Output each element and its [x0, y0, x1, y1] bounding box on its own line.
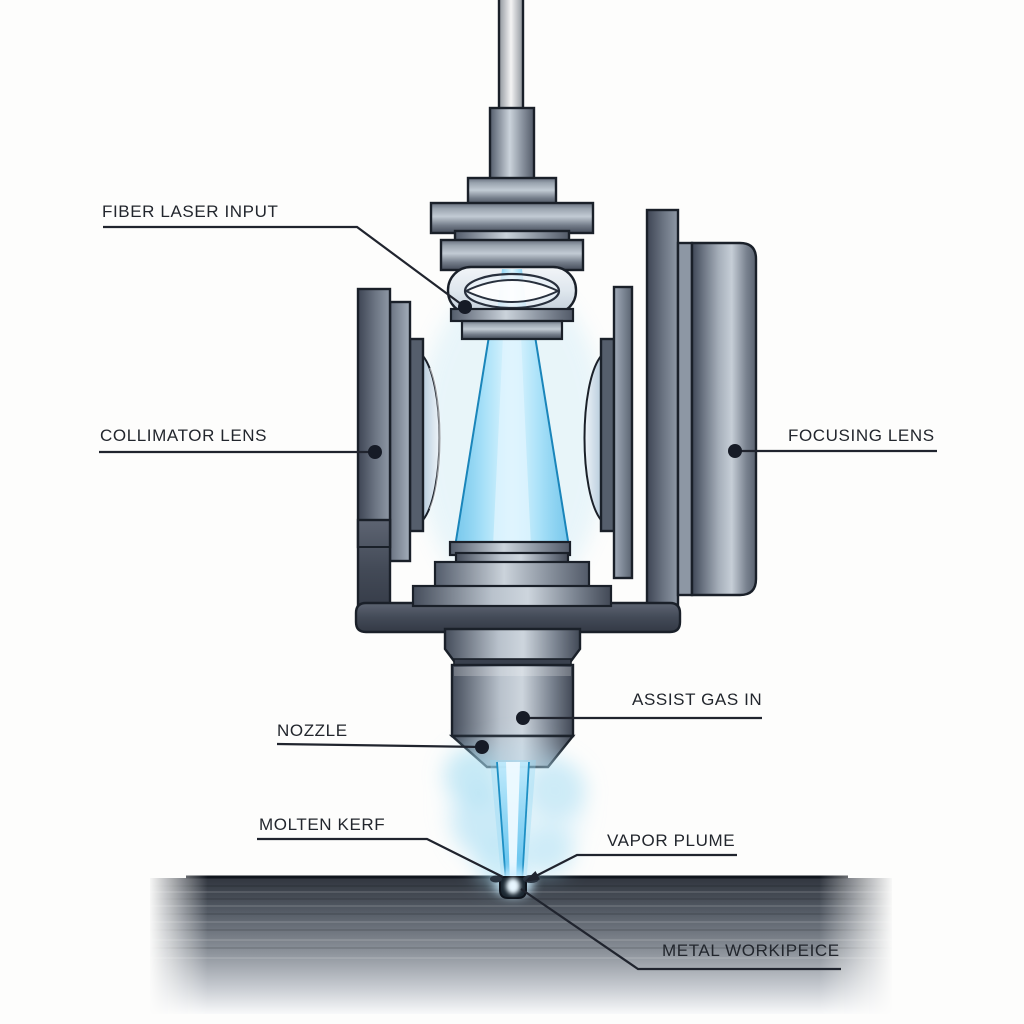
focusing-plate-mid [612, 285, 634, 580]
focusing-lens-glass [583, 353, 602, 523]
nozzle-body [450, 663, 575, 738]
collimator-plate-mid [388, 300, 412, 563]
connector-flange-b [429, 201, 595, 235]
connector-flange-c [439, 238, 585, 272]
label-vapor-plume: VAPOR PLUME [607, 831, 736, 850]
fiber-connector [488, 106, 536, 184]
label-molten-kerf: MOLTEN KERF [259, 815, 386, 834]
input-lens-housing [446, 265, 578, 341]
label-metal-workpiece: METAL WORKIPEICE [662, 941, 840, 960]
leader-lines [99, 225, 937, 971]
nozzle-top-cylinder [443, 627, 582, 663]
collimator-assembly [356, 287, 441, 563]
focusing-plate-inner [599, 337, 616, 533]
assist-jet-beam [490, 760, 536, 886]
collimator-plate-inner [408, 337, 425, 533]
label-focusing-lens: FOCUSING LENS [788, 426, 935, 445]
mounting-bracket [354, 518, 682, 634]
label-collimator-lens: COLLIMATOR LENS [100, 426, 268, 445]
leader-molten-kerf [257, 837, 504, 878]
leader-nozzle [276, 742, 483, 749]
lens-retainer-block [460, 319, 564, 341]
fiber-cable [497, 0, 525, 114]
focusing-housing-rim [676, 241, 694, 597]
focusing-assembly [583, 208, 758, 620]
leader-dots [368, 300, 742, 754]
label-assist-gas-in: ASSIST GAS IN [632, 690, 763, 709]
leader-vapor-plume [527, 853, 737, 881]
collimator-plate-outer [356, 287, 392, 549]
leader-fiber-laser-input [103, 225, 466, 308]
label-fiber-laser-input: FIBER LASER INPUT [102, 202, 279, 221]
disc-stack [411, 540, 613, 608]
focusing-housing-body [690, 241, 758, 597]
focusing-plate-outer [645, 208, 680, 620]
connector-flange-a [466, 176, 558, 207]
workpiece-slab [150, 875, 892, 1014]
leader-metal-workpiece [520, 888, 841, 971]
nozzle-assembly [443, 627, 582, 769]
label-nozzle: NOZZLE [277, 721, 348, 740]
input-lens-biconvex [463, 279, 561, 303]
fiber-input-stack [429, 0, 595, 272]
vapor-plume-arrowhead [524, 871, 540, 882]
laser-beam-cone [454, 335, 570, 548]
